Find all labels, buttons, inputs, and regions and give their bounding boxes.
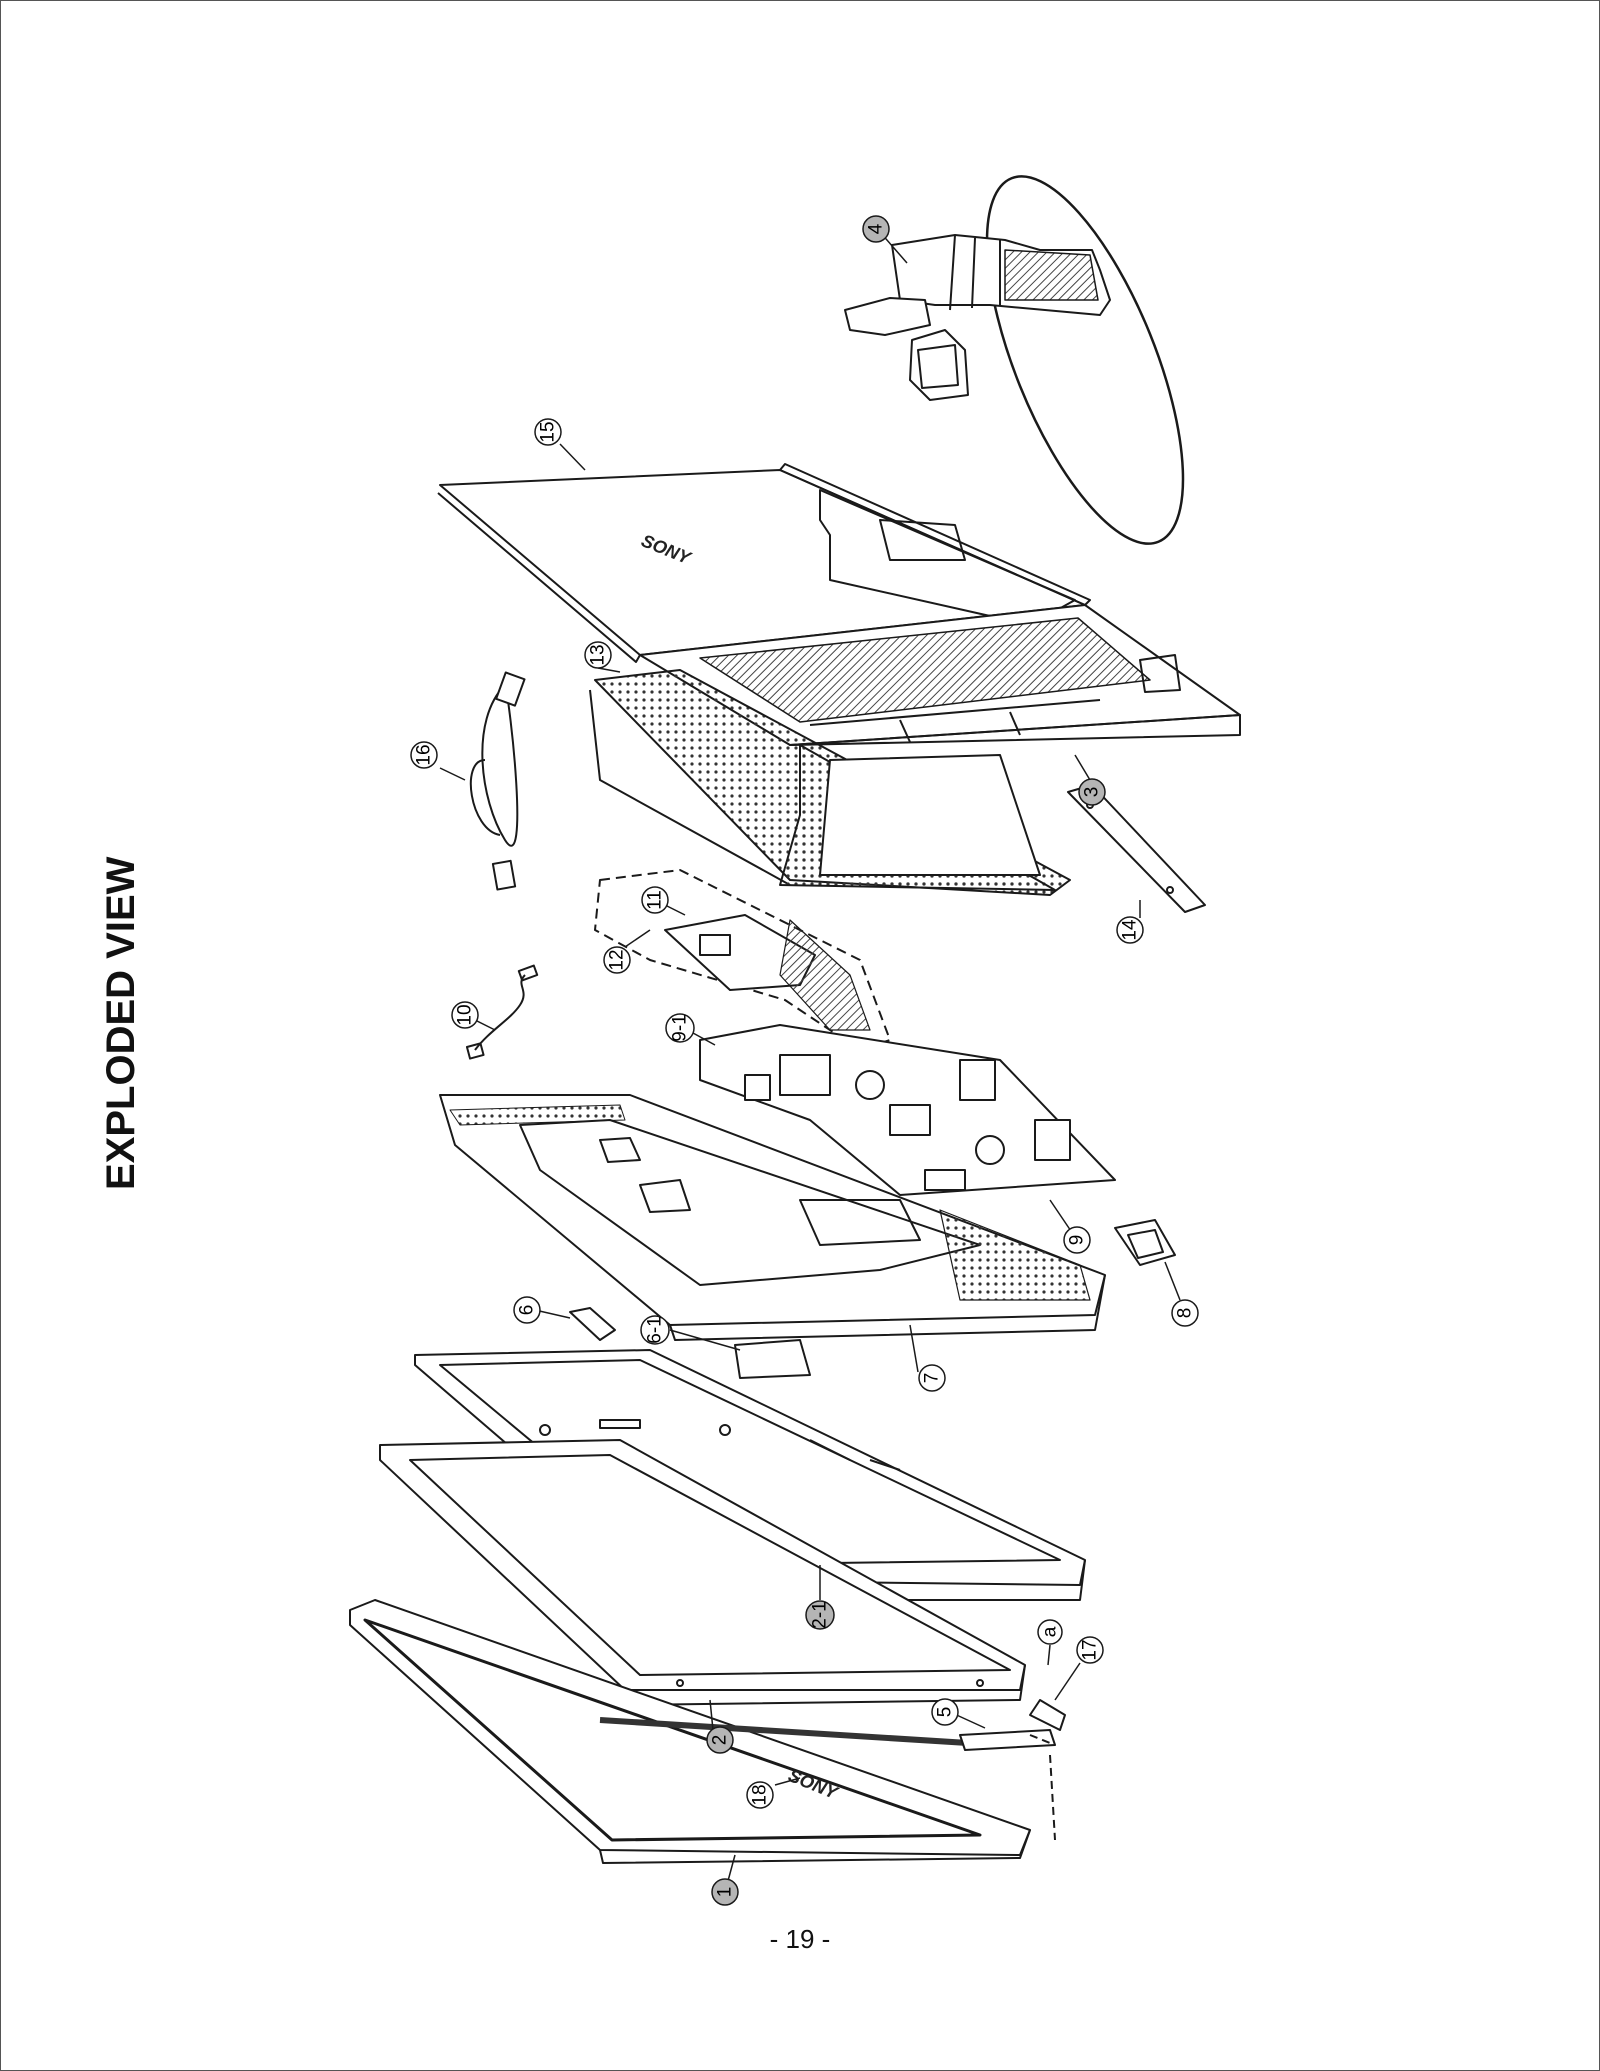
svg-text:12: 12	[607, 949, 628, 970]
callout-a: a	[1037, 1619, 1063, 1645]
svg-text:1: 1	[715, 1887, 736, 1898]
front-bezel: SONY	[349, 1599, 1031, 1864]
svg-text:13: 13	[588, 644, 609, 665]
callout-10: 10	[451, 1001, 479, 1029]
callout-17: 17	[1076, 1636, 1104, 1664]
rear-frame	[639, 604, 1241, 746]
speaker-block	[1114, 1219, 1176, 1266]
stand-assembly	[844, 175, 1185, 545]
callout-7: 7	[918, 1364, 946, 1392]
callout-14: 14	[1116, 916, 1144, 944]
main-board-group	[594, 869, 891, 1051]
callout-5: 5	[931, 1698, 959, 1726]
svg-text:9-1: 9-1	[670, 1014, 691, 1041]
svg-text:3: 3	[1082, 787, 1103, 798]
leader-lines	[439, 231, 1181, 1893]
callout-13: 13	[584, 641, 612, 669]
svg-text:a: a	[1040, 1626, 1061, 1637]
callout-2: 2	[706, 1726, 734, 1754]
svg-text:9: 9	[1067, 1235, 1088, 1246]
callout-18: 18	[746, 1781, 774, 1809]
control-board	[959, 1699, 1066, 1841]
callout-11: 11	[641, 886, 669, 914]
shield-case	[589, 669, 1071, 896]
harness-cable	[465, 964, 539, 1060]
svg-text:2: 2	[710, 1735, 731, 1746]
svg-text:6: 6	[517, 1305, 538, 1316]
callout-2-1: 2-1	[805, 1600, 835, 1630]
small-brackets	[569, 1307, 811, 1379]
callout-9-1: 9-1	[665, 1013, 695, 1043]
callout-15: 15	[534, 418, 562, 446]
callout-6-1: 6-1	[640, 1315, 670, 1345]
svg-text:15: 15	[538, 421, 559, 442]
callout-8: 8	[1171, 1299, 1199, 1327]
svg-text:16: 16	[414, 744, 435, 765]
main-chassis	[439, 1094, 1106, 1341]
callout-9: 9	[1063, 1226, 1091, 1254]
callout-16: 16	[410, 741, 438, 769]
svg-text:7: 7	[922, 1373, 943, 1384]
page-number: - 19 -	[769, 1924, 831, 1954]
callout-3: 3	[1078, 778, 1106, 806]
svg-text:6-1: 6-1	[645, 1316, 666, 1343]
callout-6: 6	[513, 1296, 541, 1324]
callout-12: 12	[603, 946, 631, 974]
signal-cable	[469, 671, 526, 891]
svg-text:10: 10	[455, 1004, 476, 1025]
svg-text:4: 4	[866, 223, 887, 234]
svg-text:17: 17	[1080, 1639, 1101, 1660]
svg-text:8: 8	[1175, 1308, 1196, 1319]
svg-text:18: 18	[750, 1784, 771, 1805]
svg-text:5: 5	[935, 1707, 956, 1718]
callout-4: 4	[862, 215, 890, 243]
callout-1: 1	[711, 1878, 739, 1906]
callout-markers: 1 2 2-1 3 4 5 6 6-1 7 8 9 9-1 10 11 12 1…	[410, 215, 1199, 1906]
svg-text:14: 14	[1120, 919, 1141, 941]
power-board	[699, 1024, 1116, 1196]
svg-text:2-1: 2-1	[810, 1601, 831, 1628]
svg-text:11: 11	[645, 890, 666, 910]
